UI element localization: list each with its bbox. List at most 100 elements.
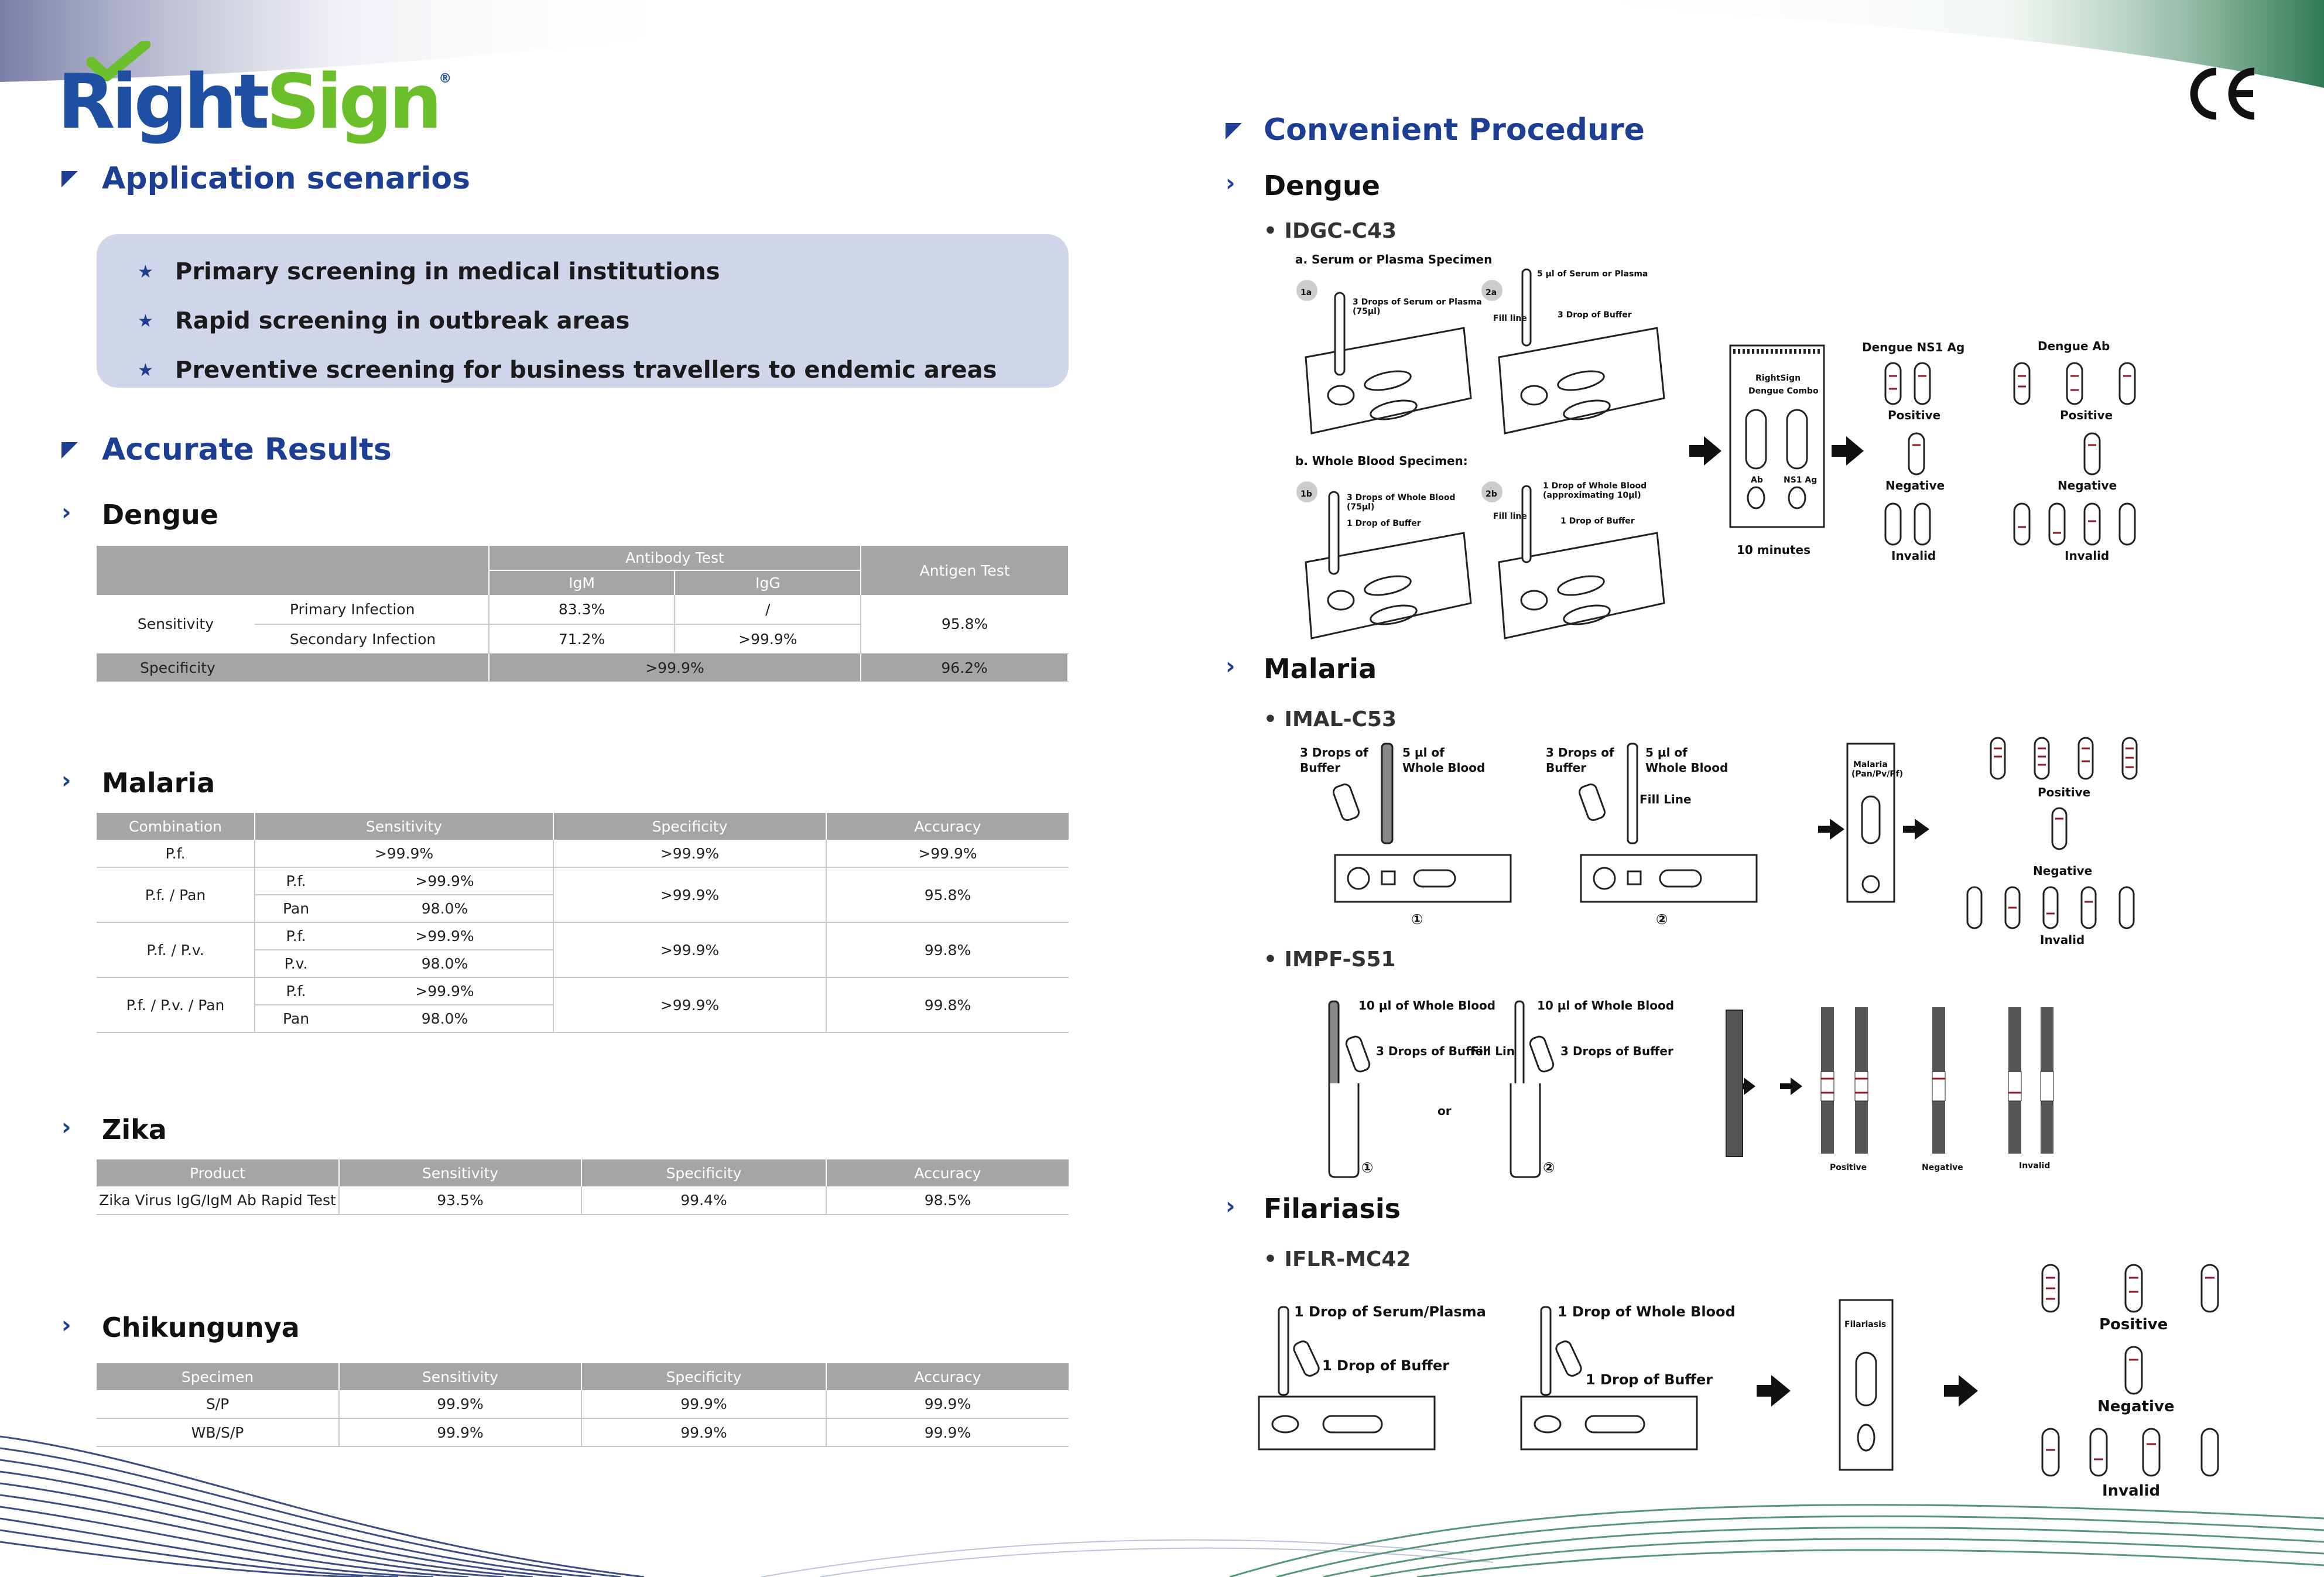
whole-blood-label: Whole Blood [1402,761,1485,775]
arrow-right-icon [1944,1375,1978,1407]
positive-label: Positive [1830,1163,1867,1172]
test-tube [1328,1083,1360,1178]
table-row: Pan 98.0% [97,895,1069,923]
zika-results-title: Zika [102,1114,167,1145]
arrow-right-icon [1832,436,1864,466]
table-cell: P.f. [255,867,337,895]
drops3-buffer-label: 3 Drops of Buffer [1560,1044,1673,1058]
ul-serum-label: 5 µl of Serum or Plasma [1537,269,1648,279]
heading-marker-icon [61,442,78,459]
bottom-wave-decoration [0,1435,2324,1577]
table-cell: S/P [97,1390,340,1419]
table-header: Combination [97,813,255,840]
buffer-bottle-icon [1578,783,1606,822]
buffer-label: 1 Drop of Buffer [1560,516,1635,526]
positive-label: Positive [2060,408,2113,422]
table-cell: 99.9% [581,1390,827,1419]
cassette [1334,854,1512,903]
ul-blood-label: 5 µl of [1645,745,1688,760]
table-cell: P.f. / Pan [97,867,255,923]
logo-right: Right [57,59,269,146]
dengue-product-code: • IDGC-C43 [1264,219,1397,243]
fill-line-label: Fill Line [1471,1044,1523,1058]
star-icon: ★ [138,310,153,331]
table-cell: >99.9% [337,922,554,950]
table-cell: P.f. [255,977,337,1005]
table-row: P.v. 98.0% [97,950,1069,978]
table-cell: P.v. [255,950,337,978]
star-icon: ★ [138,261,153,282]
table-row: Pan 98.0% [97,1005,1069,1033]
dengue-results-title: Dengue [102,499,219,531]
buffer-bottle-icon [1345,1035,1371,1073]
arrow-right-icon [1757,1375,1791,1407]
table-cell: Sensitivity [97,595,255,654]
table-cell: >99.9% [553,867,827,923]
negative-label: Negative [2058,478,2117,492]
buffer-bottle-icon [1555,1340,1582,1377]
table-cell: >99.9% [488,654,862,682]
buffer-label: Buffer [1546,761,1586,775]
device-name: Dengue Combo [1748,386,1819,396]
table-row: Secondary Infection 71.2% >99.9% [97,624,1068,654]
table-header: Antibody Test [488,546,862,571]
malaria-strip-product-code: • IMPF-S51 [1264,947,1396,971]
heading-marker-icon [61,171,78,187]
application-item: ★ Rapid screening in outbreak areas [138,296,1069,345]
drop-serum-label: 1 Drop of Serum/Plasma [1294,1304,1486,1320]
dengue-procedure-diagram: a. Serum or Plasma Specimen 1a 3 Drops o… [1295,252,2136,639]
arrow-right-icon [1903,819,1929,840]
chevron-right-icon: › [61,499,71,526]
table-header: Sensitivity [255,813,554,840]
filariasis-cassette [1520,1395,1698,1451]
cassette-2b: 2b 1 Drop of Whole Blood (approximating … [1481,481,1665,639]
table-cell: Pan [255,1005,337,1033]
filariasis-procedure-diagram: 1 Drop of Serum/Plasma 1 Drop of Buffer … [1258,1264,2219,1500]
negative-label: Negative [1885,478,1945,492]
or-label: or [1437,1104,1452,1118]
drops3-buffer-label: 3 Drops of Buffer [1376,1044,1489,1058]
table-cell: 99.9% [826,1390,1069,1419]
table-cell: 99.9% [339,1390,582,1419]
filariasis-result-strips [2041,1264,2219,1477]
table-cell: 98.5% [826,1186,1069,1215]
table-header: Specificity [581,1363,827,1390]
product-code-text: IDGC-C43 [1284,219,1397,243]
table-row: P.f. / P.v. / Pan P.f. >99.9% >99.9% 99.… [97,977,1069,1033]
one-drop-blood-label: 1 Drop of Whole Blood [1543,481,1647,491]
table-row: Sensitivity Primary Infection 83.3% / 95… [97,595,1068,654]
invalid-label: Invalid [2019,1161,2050,1171]
chikungunya-results-title: Chikungunya [102,1312,300,1343]
ce-mark-icon [2190,67,2255,120]
table-cell: 83.3% [488,595,676,625]
dengue-combo-device: RightSign Dengue Combo Ab NS1 Ag [1729,344,1825,528]
buffer-label: 1 Drop of Buffer [1347,519,1421,528]
table-header: Antigen Test [861,546,1068,595]
chevron-right-icon: › [61,1312,71,1339]
table-cell: 93.5% [339,1186,582,1215]
step-2-label: ② [1656,911,1668,928]
table-cell: 98.0% [337,1005,554,1033]
table-cell: 71.2% [488,624,676,654]
chikungunya-results-table: Specimen Sensitivity Specificity Accurac… [97,1363,1069,1447]
arrow-right-icon [1689,436,1721,466]
step-label: 1b [1300,490,1312,499]
arrow-right-icon [1780,1077,1802,1095]
table-cell: >99.9% [553,922,827,978]
product-code-text: IMPF-S51 [1284,947,1396,971]
table-header: Accuracy [826,813,1069,840]
table-cell: 95.8% [861,595,1068,654]
step-2-label: ② [1543,1159,1555,1176]
fill-line-label: Fill Line [1640,792,1692,806]
buffer-label: Buffer [1300,761,1340,775]
strip-results [1820,1007,2054,1154]
step-badge [1481,481,1502,502]
cassette [1580,854,1758,903]
table-cell: Zika Virus IgG/IgM Ab Rapid Test [97,1186,340,1215]
test-tube [1510,1083,1541,1178]
blood-title: b. Whole Blood Specimen: [1295,454,1468,468]
chevron-right-icon: › [61,767,71,794]
drop-buffer-label: 1 Drop of Buffer [1322,1357,1449,1374]
pipette-icon [1627,743,1638,844]
star-icon: ★ [138,360,153,381]
